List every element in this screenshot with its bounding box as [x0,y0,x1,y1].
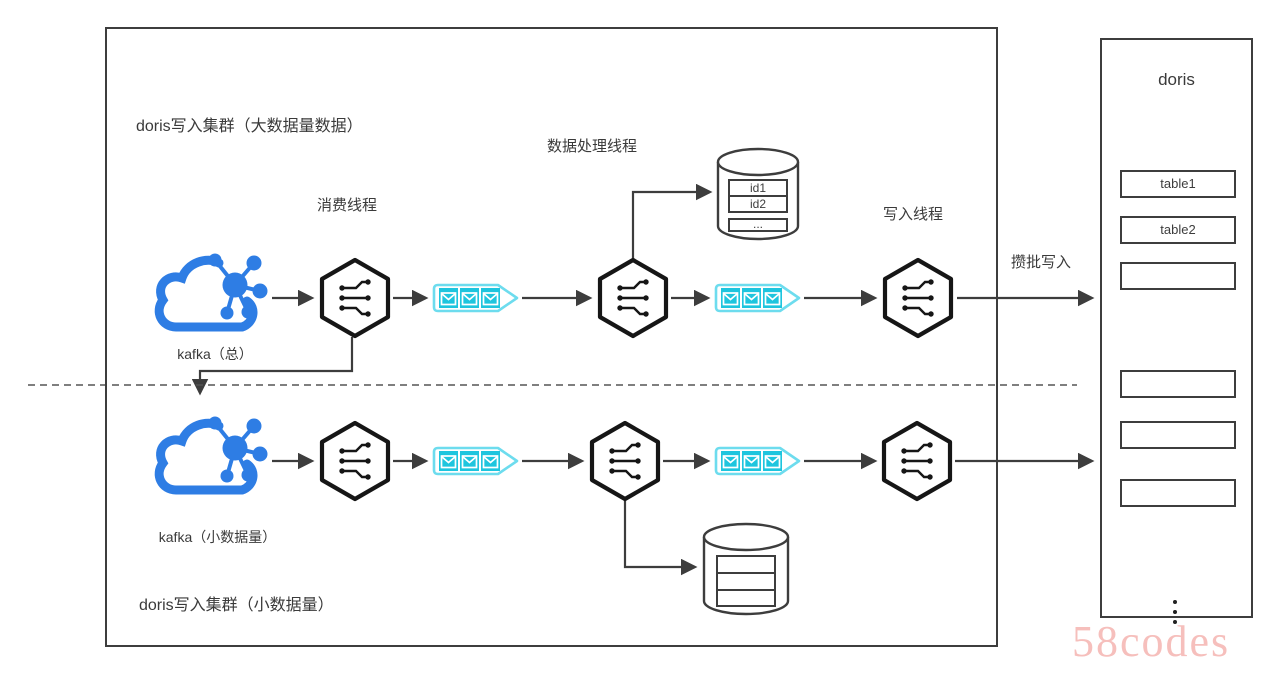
watermark: 58codes [1072,617,1231,666]
message-queue-icon [432,283,519,313]
consumer-thread-label: 消费线程 [317,197,378,214]
doris-table-slot [1120,262,1236,290]
processing-thread-icon [597,257,669,339]
cluster-small-label: doris写入集群（小数据量） [139,597,334,614]
doris-table-slot [1120,421,1236,449]
kafka-icon [154,416,268,495]
write-thread-icon [881,420,953,502]
doris-table-slot: table2 [1120,216,1236,244]
write-cluster-box [105,27,998,647]
batch-write-label: 攒批写入 [1011,254,1072,271]
table-row-divider [716,589,776,591]
database-table-grid [716,555,776,607]
table-row-divider [716,572,776,574]
doris-table-slot: table1 [1120,170,1236,198]
doris-panel-title: doris [1158,70,1195,89]
doris-table-slot [1120,370,1236,398]
message-queue-icon [714,283,801,313]
message-queue-icon [714,446,801,476]
consumer-thread-icon [319,420,391,502]
kafka-icon [154,253,268,332]
consumer-thread-icon [319,257,391,339]
cluster-large-label: doris写入集群（大数据量数据） [136,118,363,135]
processing-thread-label: 数据处理线程 [547,138,638,155]
kafka-main-label: kafka（总） [177,346,253,362]
kafka-small-label: kafka（小数据量） [158,529,277,545]
message-queue-icon [432,446,519,476]
processing-thread-icon [589,420,661,502]
more-tables-ellipsis-icon [1173,600,1177,624]
write-thread-icon [882,257,954,339]
id-cache-row: id2 [728,195,788,213]
doris-table-slot [1120,479,1236,507]
id-cache-row: ... [728,218,788,232]
write-thread-label: 写入线程 [883,206,944,223]
doris-panel: doris table1 table2 [1100,38,1253,624]
